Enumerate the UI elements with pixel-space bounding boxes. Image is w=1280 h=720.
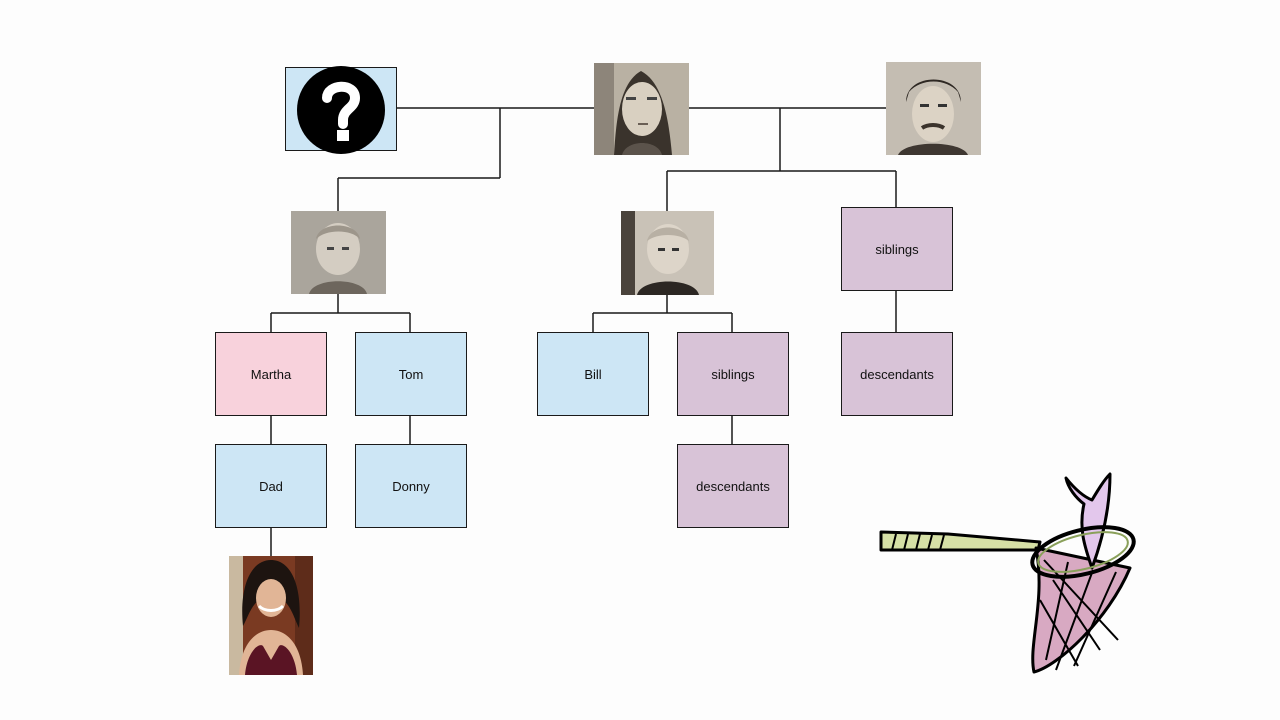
woman-photo — [229, 556, 313, 675]
donny-box: Donny — [355, 444, 467, 528]
tom-box: Tom — [355, 332, 467, 416]
unknown-ancestor-box — [285, 66, 397, 154]
question-mark-icon — [297, 66, 385, 154]
siblings-box-middle: siblings — [677, 332, 789, 416]
boy-photo-middle — [621, 211, 714, 295]
boy-photo-left — [291, 211, 386, 294]
bill-box: Bill — [537, 332, 649, 416]
grandmother-photo — [594, 63, 689, 155]
descendants-box-middle: descendants — [677, 444, 789, 528]
siblings-box-right: siblings — [841, 207, 953, 291]
fishing-net-icon — [879, 472, 1136, 674]
dad-box: Dad — [215, 444, 327, 528]
martha-box: Martha — [215, 332, 327, 416]
descendants-box-right: descendants — [841, 332, 953, 416]
grandfather-photo — [886, 62, 981, 155]
